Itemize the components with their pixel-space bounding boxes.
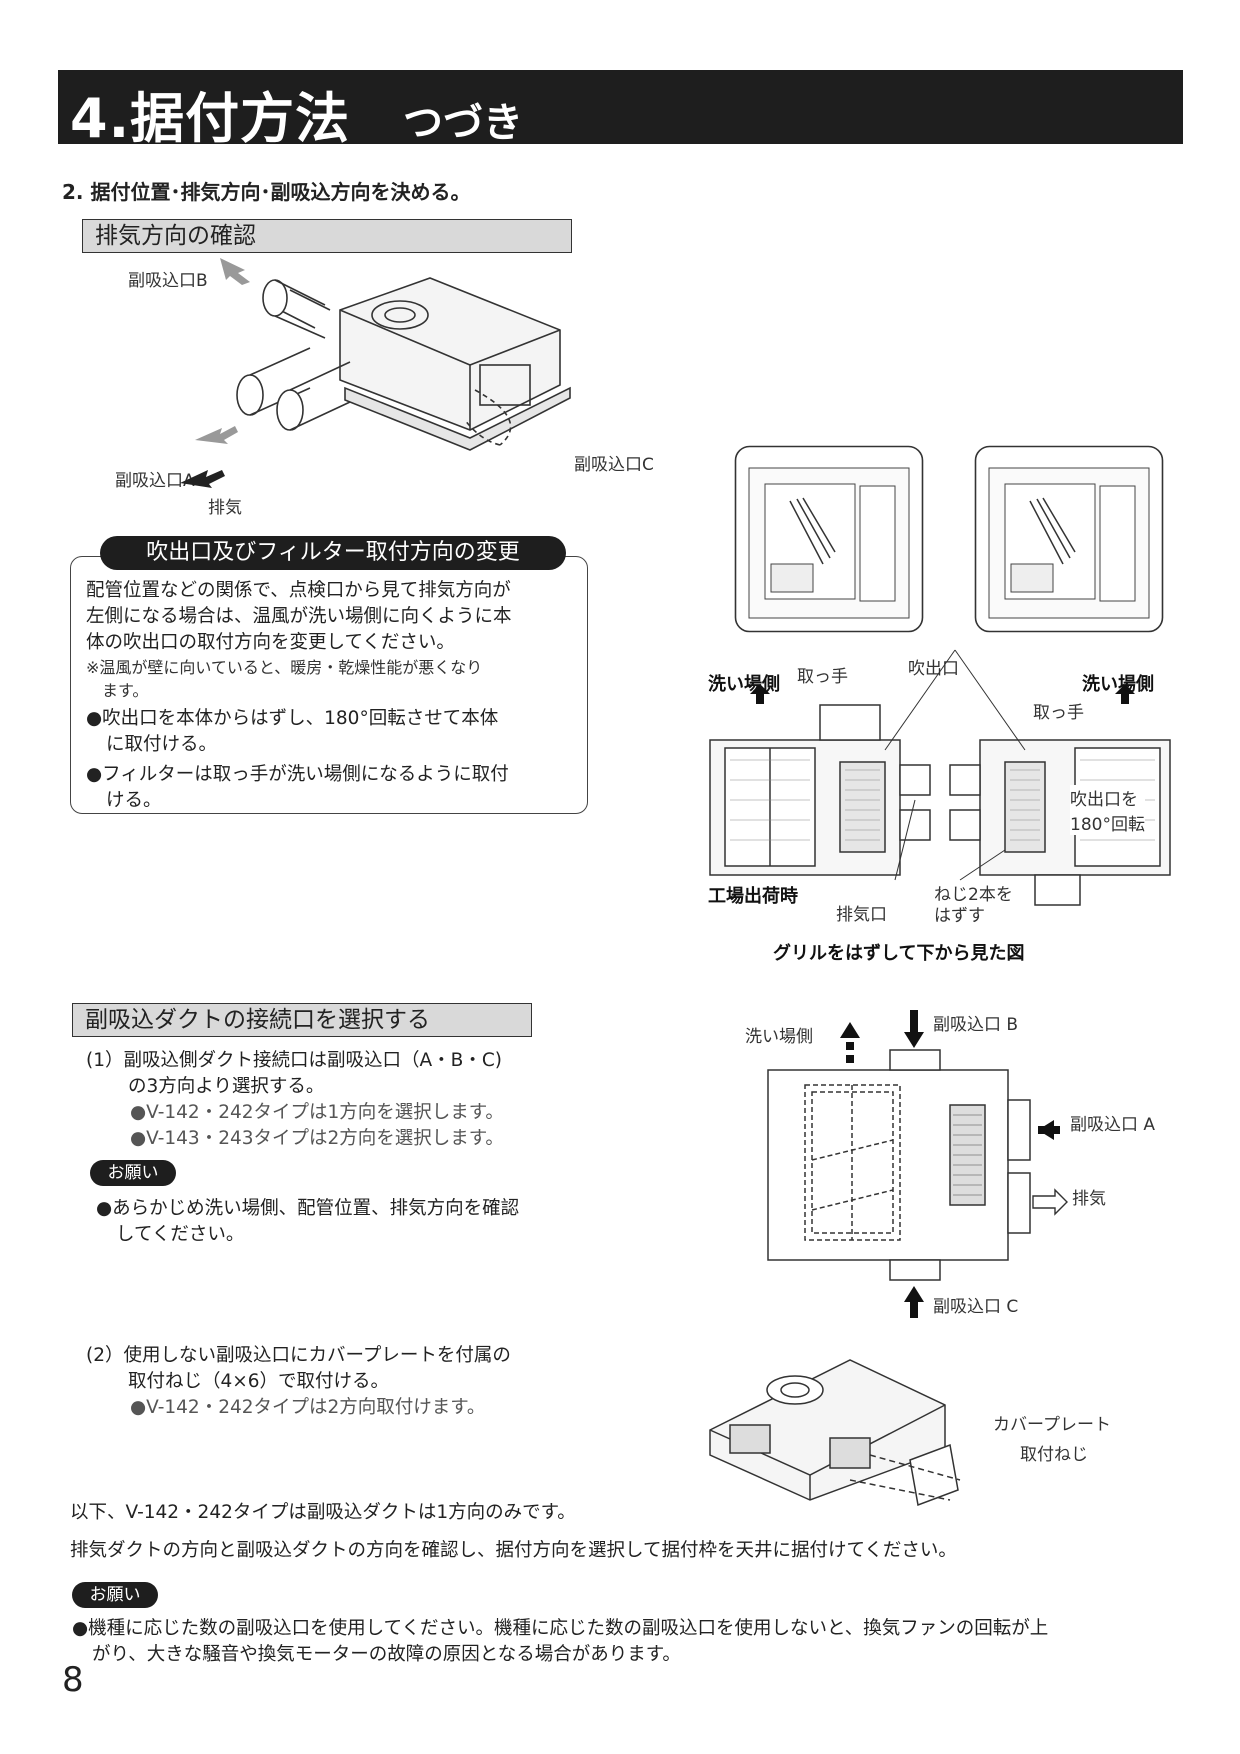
duct-plan-diagram bbox=[767, 1010, 1068, 1318]
label-handle-right: 取っ手 bbox=[1033, 703, 1084, 723]
label-inlet-b: 副吸込口B bbox=[128, 271, 208, 291]
label-plan-inlet-a: 副吸込口 A bbox=[1070, 1115, 1156, 1135]
page-subtitle: つづき bbox=[403, 100, 523, 146]
request-text-1: ●あらかじめ洗い場側、配管位置、排気方向を確認 してください。 bbox=[96, 1198, 520, 1245]
label-exhaust: 排気 bbox=[208, 498, 242, 518]
label-plan-inlet-c: 副吸込口 C bbox=[933, 1297, 1019, 1317]
bottom-view-caption: グリルをはずして下から見た図 bbox=[773, 943, 1025, 964]
label-plan-exhaust: 排気 bbox=[1072, 1189, 1106, 1209]
step-heading: 2. 据付位置･排気方向･副吸込方向を決める。 bbox=[62, 180, 471, 204]
duct-item-2: (2）使用しない副吸込口にカバープレートを付属の 取付ねじ（4×6）で取付ける。… bbox=[86, 1345, 511, 1418]
label-mounting-screw: 取付ねじ bbox=[1020, 1445, 1088, 1465]
footer-note-line2: 排気ダクトの方向と副吸込ダクトの方向を確認し、据付方向を選択して据付枠を天井に据… bbox=[70, 1540, 957, 1561]
page-title-bar: 4.据付方法 つづき bbox=[58, 70, 1183, 150]
footer-warning: ●機種に応じた数の副吸込口を使用してください。機種に応じた数の副吸込口を使用しな… bbox=[72, 1618, 1049, 1665]
change-direction-title: 吹出口及びフィルター取付方向の変更 bbox=[100, 536, 566, 570]
label-plan-wash-side: 洗い場側 bbox=[745, 1027, 813, 1047]
label-inlet-a: 副吸込口A bbox=[115, 471, 195, 491]
bathroom-illustration-left bbox=[734, 445, 924, 633]
duct-item-1: (1）副吸込側ダクト接続口は副吸込口（A・B・C) の3方向より選択する。 ●V… bbox=[86, 1050, 504, 1149]
page-title: 4.据付方法 bbox=[70, 87, 351, 150]
bathroom-illustration-right bbox=[974, 445, 1164, 633]
grille-bottom-view-illustration bbox=[709, 649, 1171, 906]
label-cover-plate: カバープレート bbox=[993, 1415, 1111, 1435]
label-plan-inlet-b: 副吸込口 B bbox=[933, 1015, 1019, 1035]
label-wash-side-right: 洗い場側 bbox=[1082, 674, 1154, 695]
change-direction-body: 配管位置などの関係で、点検口から見て排気方向が 左側になる場合は、温風が洗い場側… bbox=[86, 580, 512, 811]
label-factory-default: 工場出荷時 bbox=[708, 886, 798, 907]
label-wash-side-left: 洗い場側 bbox=[708, 674, 780, 695]
label-rotate: 吹出口を 180°回転 bbox=[1070, 785, 1145, 835]
section-duct-connection: 副吸込ダクトの接続口を選択する bbox=[72, 1003, 532, 1037]
request-badge-1: お願い bbox=[90, 1160, 176, 1186]
label-exhaust-port: 排気口 bbox=[836, 905, 887, 925]
label-outlet: 吹出口 bbox=[908, 659, 959, 679]
footer-note-line1: 以下、V-142・242タイプは副吸込ダクトは1方向のみです。 bbox=[70, 1502, 576, 1523]
section-exhaust-direction: 排気方向の確認 bbox=[82, 219, 572, 253]
unit-isometric-illustration bbox=[180, 258, 571, 488]
label-handle-left: 取っ手 bbox=[797, 667, 848, 687]
label-remove-screws: ねじ2本を はずす bbox=[934, 885, 1013, 926]
page-number: 8 bbox=[62, 1660, 84, 1700]
label-inlet-c: 副吸込口C bbox=[574, 455, 654, 475]
request-badge-2: お願い bbox=[72, 1582, 158, 1608]
cover-plate-illustration bbox=[709, 1359, 961, 1507]
